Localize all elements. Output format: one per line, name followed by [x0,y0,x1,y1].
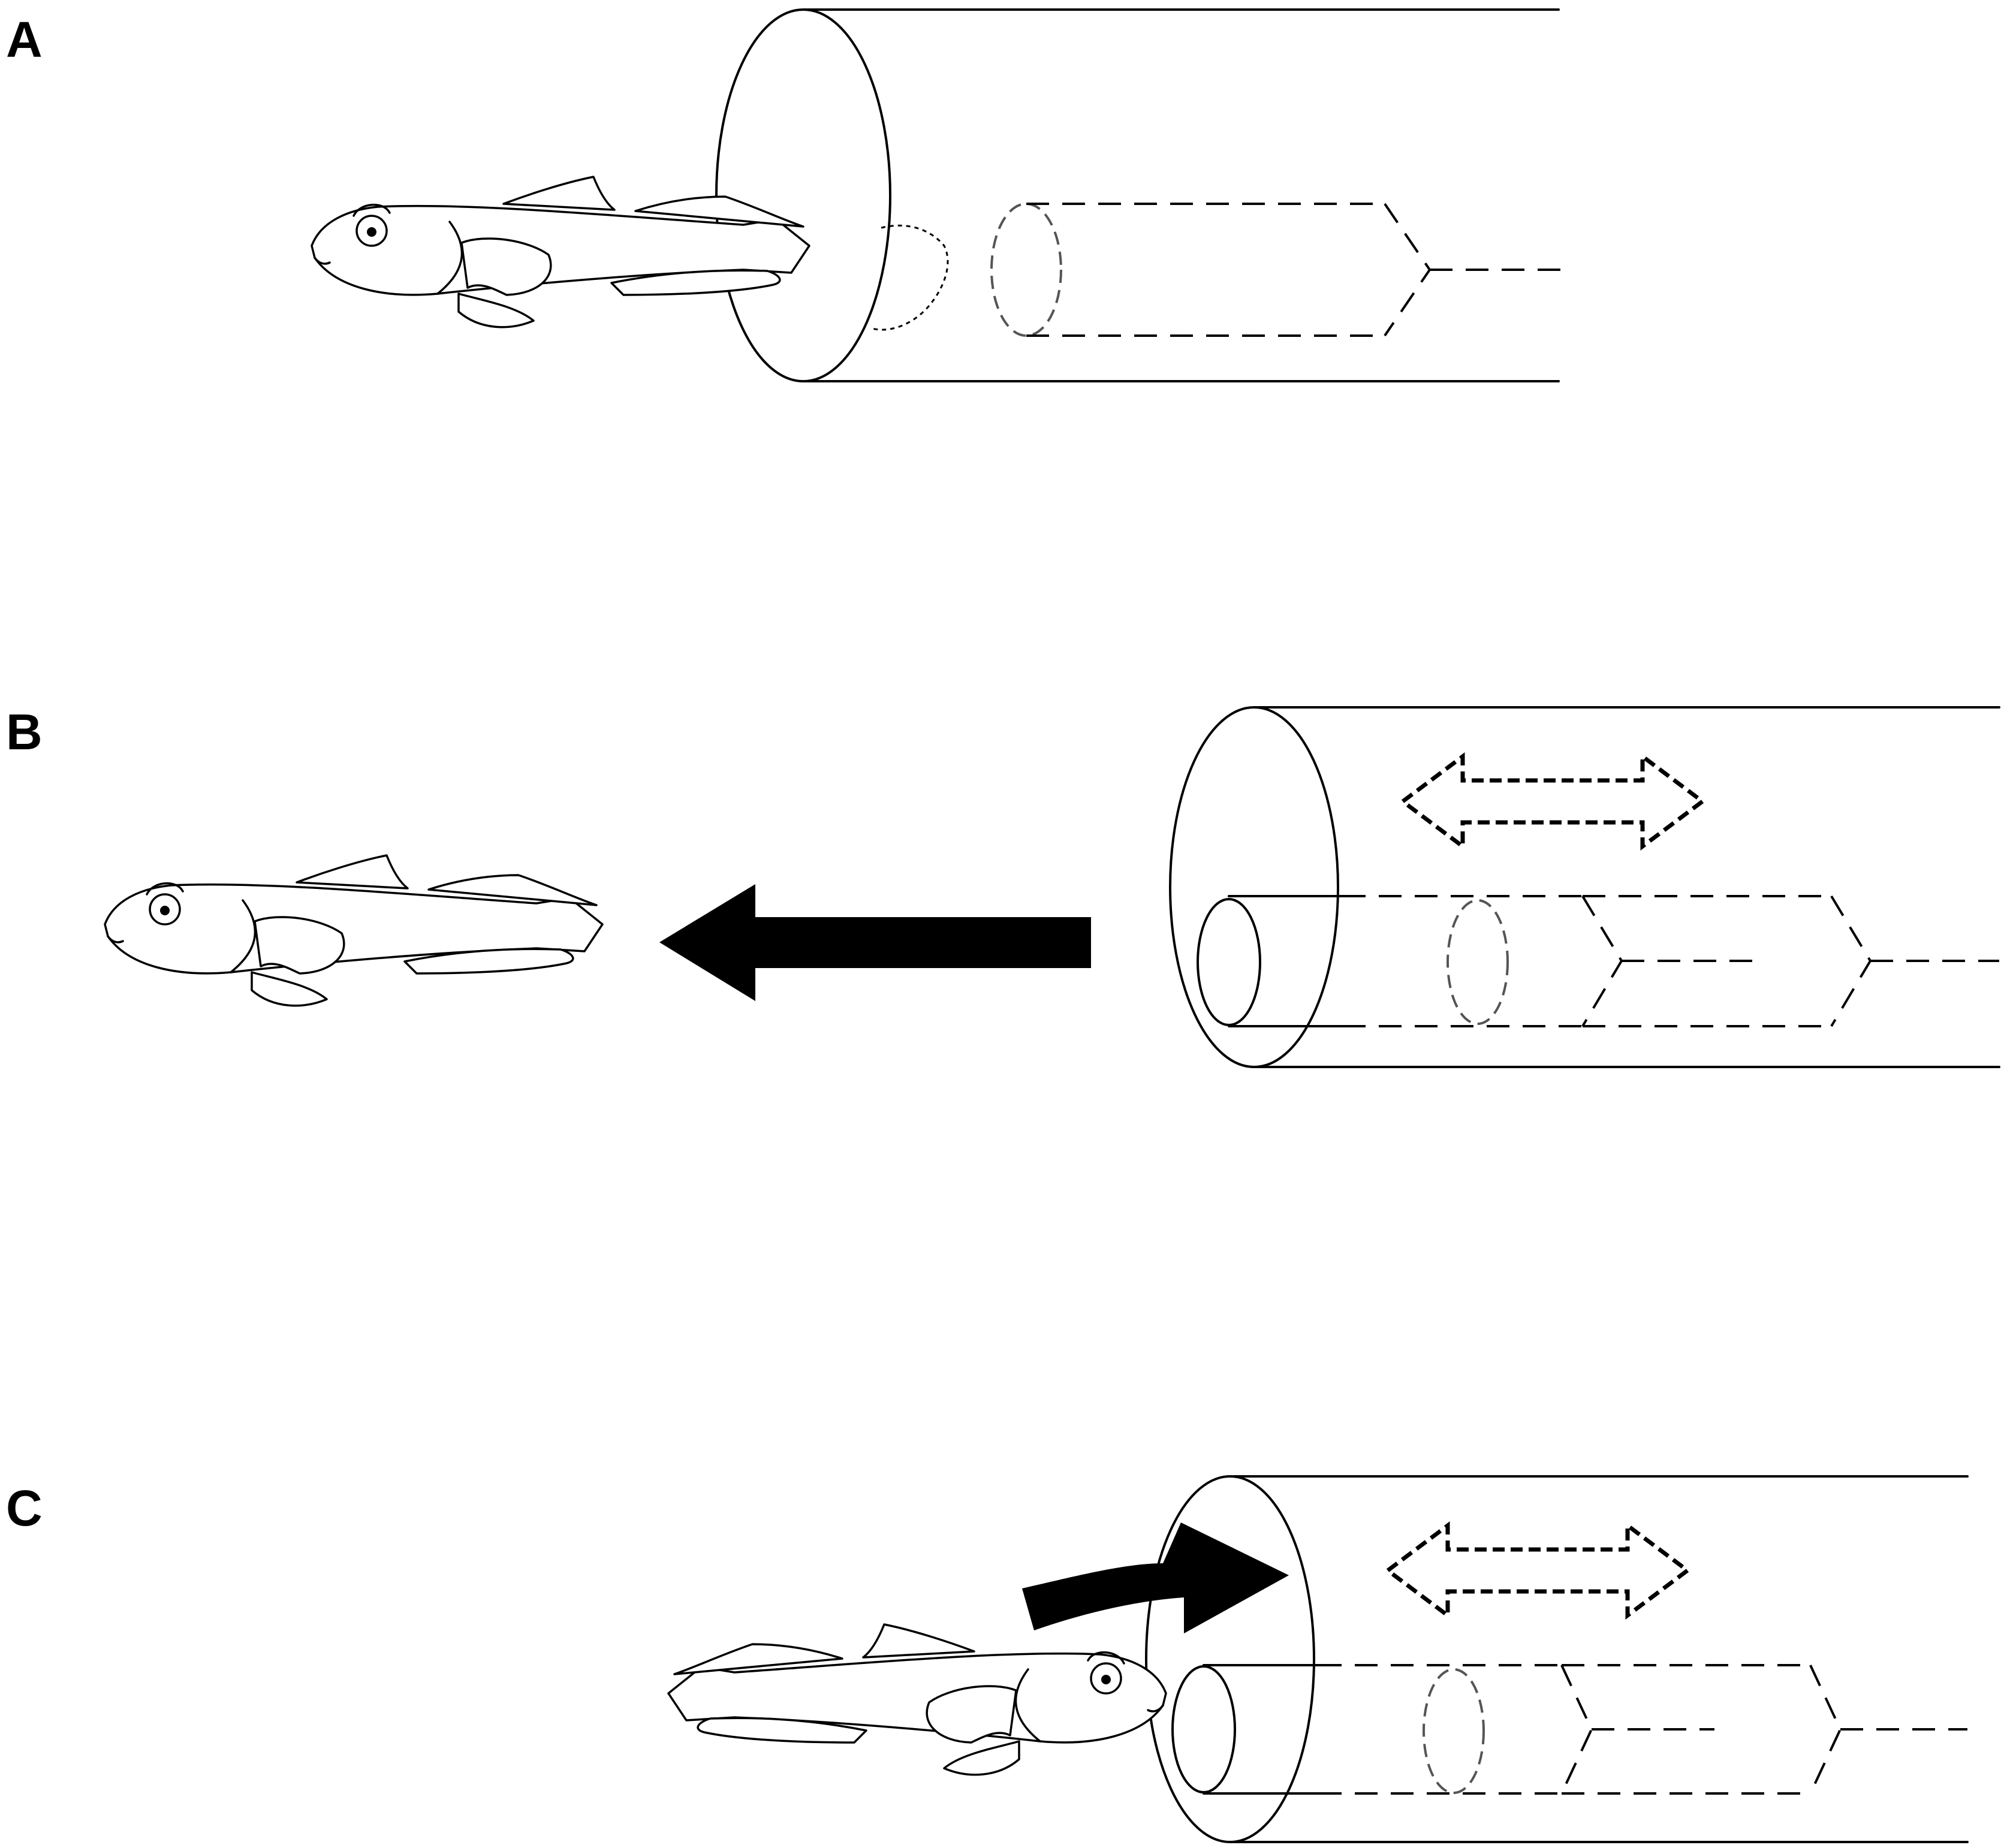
panel-label-c: C [6,1480,43,1536]
swim-out-arrow-b [659,884,1091,1001]
fish-c [667,1623,1167,1776]
hidden-tail-a [872,224,949,331]
double-arrow-b [1403,756,1702,846]
outer-tube-a [715,8,1560,382]
outer-tube-b [1169,706,2000,1068]
inner-tube-c [1171,1664,1967,1795]
panel-c: C [6,1475,1969,1843]
panel-label-a: A [6,11,43,68]
inner-tube-a [990,203,1565,337]
fish-b [104,854,604,1007]
panel-b: B [6,704,2000,1068]
outer-tube-c [1145,1475,1969,1843]
swim-in-arrow-c [1022,1523,1289,1633]
panel-a: A [6,8,1565,382]
panel-label-b: B [6,704,43,760]
double-arrow-c [1388,1526,1687,1615]
fish-a [311,176,810,328]
inner-tube-b [1197,895,1999,1027]
